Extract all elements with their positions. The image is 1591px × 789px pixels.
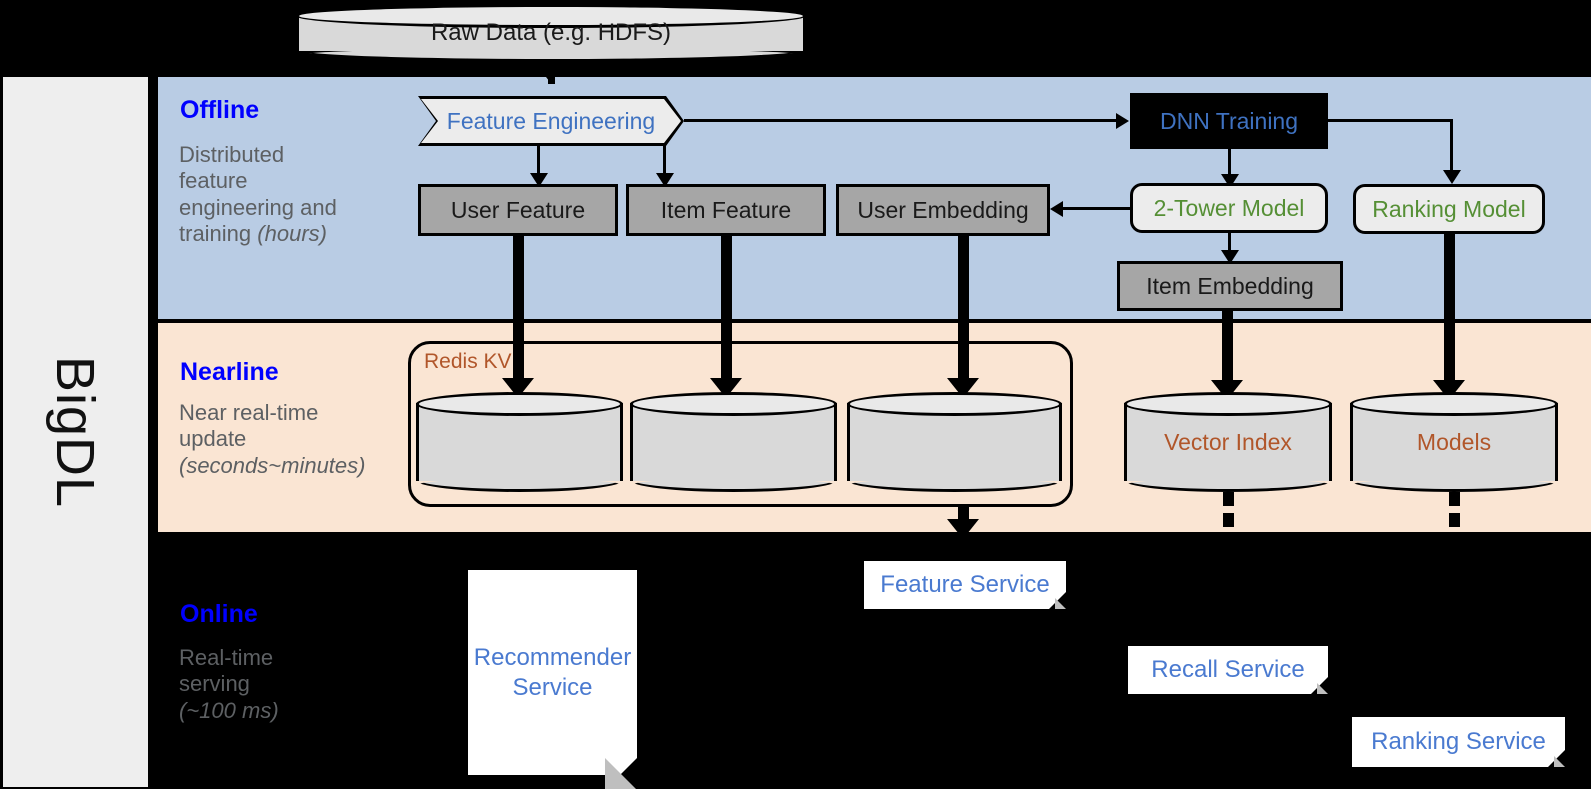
store-user-embedding-cylinder[interactable] [847,392,1062,492]
arrowhead-twotower-to-userembedding [1050,201,1063,217]
node-user-embedding[interactable]: User Embedding [836,184,1050,236]
dash-models-2 [1449,513,1460,527]
pipe-itemfeature-to-store [721,236,732,386]
raw-data-label: Raw Data (e.g. HDFS) [430,19,672,46]
online-title: Online [180,600,258,628]
node-user-feature[interactable]: User Feature [418,184,618,236]
models-cylinder[interactable]: Models [1350,392,1558,492]
connector-dnn-to-ranking-h [1328,119,1453,122]
connector-twotower-to-userembedding [1062,207,1130,210]
offline-desc-line-3: engineering and [179,194,337,220]
card-recall-service[interactable]: Recall Service [1128,646,1328,694]
online-desc-line-1: Real-time [179,645,274,670]
online-description: Real-time serving (~100 ms) [179,645,409,724]
store-item-feature-cylinder-top [630,392,837,416]
pipe-userembedding-to-store [958,236,969,386]
models-cylinder-top [1350,392,1558,416]
card-recall-service-fold [1317,683,1328,694]
connector-dnn-to-ranking-v [1450,119,1453,174]
vector-index-cylinder[interactable]: Vector Index [1124,392,1332,492]
offline-description: Distributed feature engineering and trai… [179,142,369,248]
offline-desc-line-4: training (hours) [179,221,327,247]
arrowhead-rawdata-to-fe [534,62,566,82]
pipe-userfeature-to-store [513,236,524,386]
node-item-embedding[interactable]: Item Embedding [1117,261,1343,311]
card-feature-service-label: Feature Service [880,571,1050,598]
store-item-feature-label [630,392,837,492]
node-item-feature[interactable]: Item Feature [626,184,826,236]
redis-kv-label: Redis KV [424,350,512,373]
nearline-desc-line-3: (seconds~minutes) [179,452,366,478]
node-feature-engineering[interactable]: Feature Engineering [418,96,684,146]
dash-vectorindex-1 [1223,492,1234,506]
store-item-feature-cylinder[interactable] [630,392,837,492]
arrowhead-fe-to-userfeature [530,173,548,187]
arrowhead-fe-to-dnn [1116,113,1129,129]
vector-index-cylinder-top [1124,392,1332,416]
card-ranking-service[interactable]: Ranking Service [1352,717,1565,767]
arrowhead-twotower-to-itemembedding [1221,250,1239,264]
nearline-title: Nearline [180,358,279,386]
pipe-itemembedding-to-vectorindex [1222,311,1233,388]
offline-title: Offline [180,96,260,124]
connector-redis-to-featureservice [958,507,969,520]
card-recommender-service-text: Recommender Service [473,643,632,701]
bigdl-text: BigDL [45,355,106,509]
node-ranking-model-label: Ranking Model [1372,195,1526,222]
card-recall-service-label: Recall Service [1151,656,1305,683]
store-user-feature-cylinder[interactable] [416,392,623,492]
offline-desc-line-2: feature [179,168,248,194]
node-user-embedding-label: User Embedding [857,196,1029,223]
store-user-embedding-label [847,392,1062,492]
card-ranking-service-fold [1554,756,1565,767]
arrowhead-fe-to-itemfeature [656,173,674,187]
card-ranking-service-label: Ranking Service [1371,728,1546,755]
store-user-embedding-cylinder-body [847,403,1062,481]
online-desc-line-2: serving [179,671,250,697]
models-cylinder-body [1350,403,1558,481]
node-two-tower-model-label: 2-Tower Model [1153,194,1305,221]
store-user-feature-cylinder-top [416,392,623,416]
store-user-embedding-cylinder-top [847,392,1062,416]
nearline-desc-line-2: update [179,426,247,452]
vector-index-cylinder-body [1124,403,1332,481]
node-ranking-model[interactable]: Ranking Model [1353,184,1545,234]
node-dnn-training[interactable]: DNN Training [1130,91,1328,151]
pipe-rankingmodel-to-models [1444,234,1455,388]
node-feature-engineering-label: Feature Engineering [446,107,656,134]
node-item-embedding-label: Item Embedding [1146,272,1314,299]
store-user-feature-cylinder-body [416,403,623,481]
dash-vectorindex-2 [1223,513,1234,527]
bigdl-label: BigDL [3,77,148,787]
online-desc-line-3: (~100 ms) [179,697,279,723]
nearline-desc-line-1: Near real-time [179,400,319,425]
node-dnn-training-label: DNN Training [1159,107,1299,134]
card-feature-service[interactable]: Feature Service [864,561,1066,609]
connector-fe-to-itemfeature [663,146,666,180]
store-user-feature-label [416,392,623,492]
node-user-feature-label: User Feature [450,196,586,223]
raw-data-cylinder-top [296,4,806,28]
connector-dnn-to-twotower [1228,149,1231,185]
redis-kv-group [408,341,1073,507]
card-recommender-service[interactable]: Recommender Service [468,570,637,775]
node-two-tower-model[interactable]: 2-Tower Model [1130,183,1328,233]
bigdl-rail [3,77,148,787]
raw-data-cylinder: Raw Data (e.g. HDFS) [296,4,806,62]
connector-fe-to-dnn [684,119,1118,122]
models-label: Models [1416,428,1492,455]
connector-fe-to-userfeature [537,146,540,180]
arrowhead-redis-to-featureservice [947,519,979,539]
vector-index-label: Vector Index [1164,428,1292,455]
node-item-feature-label: Item Feature [660,196,792,223]
dash-models-1 [1449,492,1460,506]
store-item-feature-cylinder-body [630,403,837,481]
nearline-description: Near real-time update (seconds~minutes) [179,400,409,479]
connector-twotower-to-itemembedding [1228,233,1231,261]
arrowhead-dnn-to-ranking [1443,170,1461,184]
card-feature-service-fold [1055,598,1066,609]
offline-desc-line-1: Distributed [179,142,285,167]
